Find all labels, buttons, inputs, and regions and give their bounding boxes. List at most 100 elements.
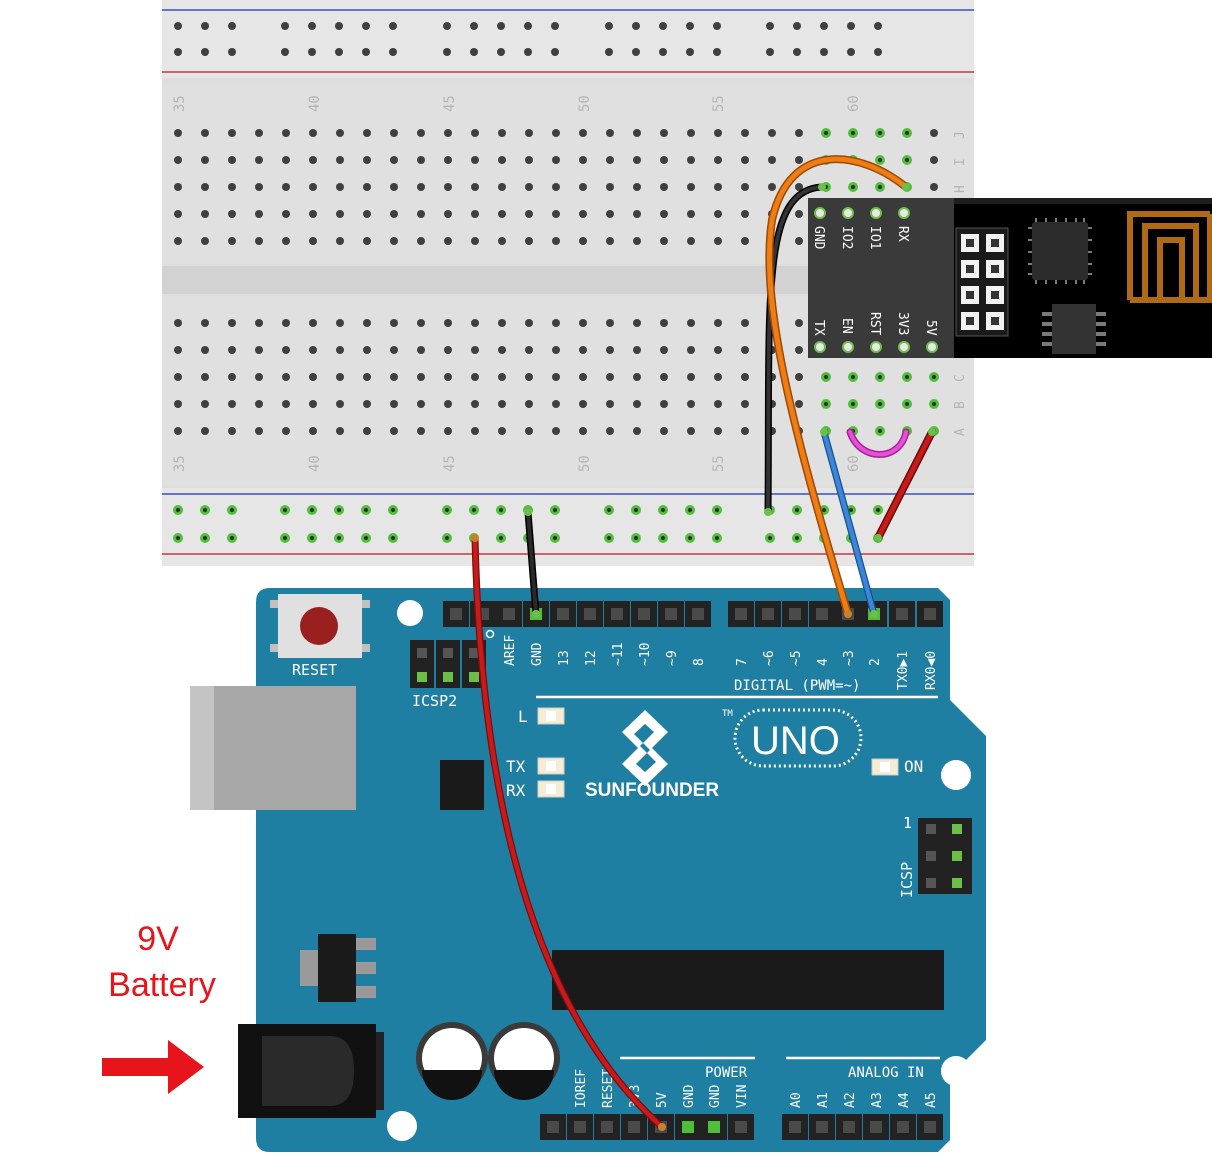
breadboard-hole — [228, 427, 236, 435]
breadboard-hole — [605, 22, 613, 30]
breadboard-hole — [255, 427, 263, 435]
breadboard-hole — [309, 156, 317, 164]
breadboard-hole-center — [364, 536, 368, 540]
breadboard-hole-center — [230, 508, 234, 512]
breadboard-hole — [687, 183, 695, 191]
atmega-chip — [552, 950, 944, 1010]
breadboard-hole — [741, 319, 749, 327]
breadboard-hole — [606, 237, 614, 245]
small-chip — [440, 760, 484, 810]
breadboard-hole-center — [878, 375, 882, 379]
breadboard-hole — [174, 427, 182, 435]
battery-voltage: 9V — [137, 920, 179, 958]
mount-hole — [397, 600, 423, 626]
breadboard-hole — [363, 400, 371, 408]
col-num: 60 — [846, 95, 862, 112]
reset-button[interactable] — [300, 607, 338, 645]
breadboard-hole — [713, 22, 721, 30]
breadboard-hole — [336, 129, 344, 137]
breadboard-hole — [660, 210, 668, 218]
chip-leads — [1028, 218, 1092, 284]
breadboard-hole — [471, 237, 479, 245]
breadboard-hole — [282, 373, 290, 381]
breadboard-hole — [686, 48, 694, 56]
usb-connector-body — [256, 686, 356, 810]
breadboard-hole — [525, 129, 533, 137]
breadboard-hole — [174, 373, 182, 381]
pin-label: A2 — [843, 1092, 858, 1108]
breadboard-hole — [255, 210, 263, 218]
col-num: 35 — [172, 455, 188, 472]
breadboard-hole — [525, 346, 533, 354]
pin1-marker — [485, 629, 495, 639]
breadboard-hole-center — [795, 508, 799, 512]
breadboard-hole — [174, 129, 182, 137]
breadboard-hole — [309, 129, 317, 137]
row-letters: J I H C B A — [953, 131, 968, 436]
breadboard-hole-center — [905, 131, 909, 135]
breadboard-hole — [579, 156, 587, 164]
breadboard-hole — [201, 22, 209, 30]
breadboard-hole — [174, 237, 182, 245]
breadboard-hole — [363, 156, 371, 164]
breadboard-hole-center — [499, 508, 503, 512]
pin-label: 4 — [816, 658, 831, 666]
esp-flash-chip — [1052, 304, 1096, 354]
breadboard-hole-center — [905, 158, 909, 162]
breadboard-hole — [793, 22, 801, 30]
breadboard-hole — [443, 22, 451, 30]
breadboard-hole — [579, 373, 587, 381]
wire-red-3v3 — [875, 429, 935, 541]
esp-pin-label: GND — [811, 226, 826, 250]
breadboard-hole-center — [932, 375, 936, 379]
breadboard-hole — [282, 346, 290, 354]
breadboard-hole — [606, 400, 614, 408]
header-pin — [557, 608, 569, 620]
breadboard-hole — [228, 319, 236, 327]
breadboard-hole-center — [905, 375, 909, 379]
breadboard-hole-center — [283, 536, 287, 540]
header-pin — [843, 1121, 855, 1133]
breadboard-hole-center — [634, 536, 638, 540]
header-pin — [584, 608, 596, 620]
battery-label: Battery — [108, 966, 216, 1004]
breadboard-hole — [847, 22, 855, 30]
breadboard-hole — [309, 319, 317, 327]
breadboard-hole — [579, 346, 587, 354]
usb-connector-edge — [190, 686, 214, 810]
breadboard-hole-center — [661, 508, 665, 512]
breadboard-hole-center — [878, 429, 882, 433]
breadboard-hole — [660, 373, 668, 381]
header-pin — [601, 1121, 613, 1133]
breadboard-hole — [174, 48, 182, 56]
row-letter: H — [953, 185, 968, 193]
breadboard-hole — [201, 129, 209, 137]
breadboard-hole — [201, 48, 209, 56]
breadboard-hole — [444, 237, 452, 245]
breadboard-hole — [687, 237, 695, 245]
breadboard-hole — [633, 210, 641, 218]
pin-label: 7 — [735, 658, 750, 666]
mount-hole — [941, 1056, 971, 1086]
breadboard-hole — [228, 210, 236, 218]
breadboard-hole — [498, 156, 506, 164]
breadboard-hole-center — [445, 536, 449, 540]
breadboard-hole — [579, 210, 587, 218]
breadboard-hole — [552, 346, 560, 354]
breadboard-hole — [768, 183, 776, 191]
breadboard-hole — [741, 237, 749, 245]
breadboard-hole — [525, 427, 533, 435]
breadboard-hole — [525, 237, 533, 245]
breadboard-hole — [228, 400, 236, 408]
breadboard-hole — [633, 129, 641, 137]
breadboard-hole — [632, 22, 640, 30]
header-pin — [735, 1121, 747, 1133]
esp-header-area — [808, 198, 954, 358]
breadboard-hole — [174, 183, 182, 191]
breadboard-hole — [660, 156, 668, 164]
breadboard-hole — [525, 210, 533, 218]
breadboard-hole — [336, 237, 344, 245]
breadboard-hole — [417, 237, 425, 245]
